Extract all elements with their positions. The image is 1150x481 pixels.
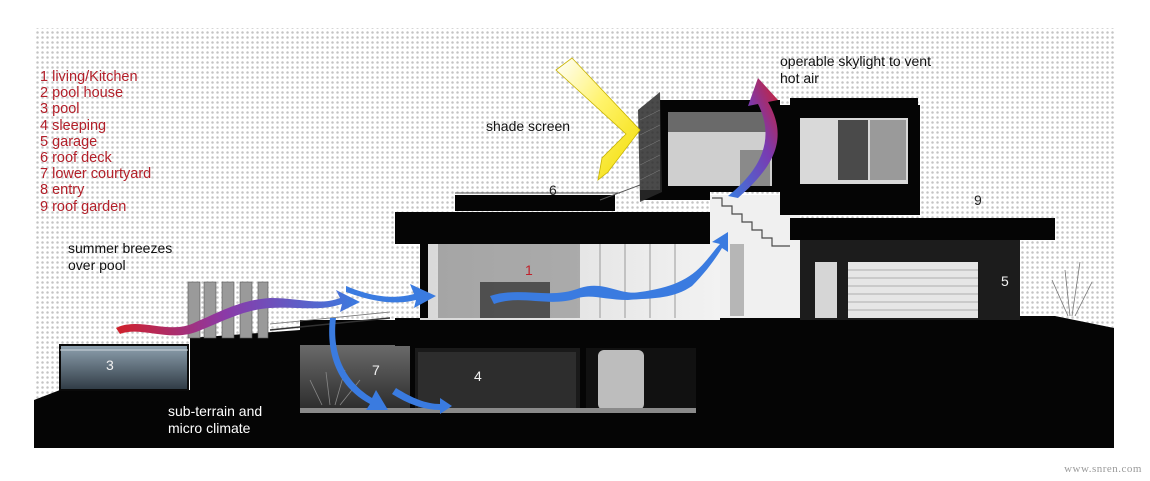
shrub <box>1051 261 1093 317</box>
room-number-roof-garden: 9 <box>974 192 982 208</box>
skylight-annotation-line1: operable skylight to vent <box>780 53 931 69</box>
garage-door <box>848 262 978 318</box>
legend-item: 6 roof deck <box>40 150 112 167</box>
legend-item: 9 roof garden <box>40 198 127 215</box>
room-legend: 1 living/Kitchen 2 pool house 3 pool 4 s… <box>40 69 151 215</box>
breeze-arrow-pool <box>116 290 360 336</box>
hot-air-arrow <box>728 78 778 198</box>
breeze-arrow-courtyard <box>329 318 388 410</box>
shade-screen-annotation: shade screen <box>486 118 571 134</box>
legend-item: 7 lower courtyard <box>40 166 152 183</box>
room-number-living: 1 <box>525 262 533 278</box>
legend-item: 3 pool <box>40 101 80 118</box>
upper-floor-slab <box>790 218 1055 240</box>
roof-deck-slab <box>395 212 720 244</box>
room-number-roof-deck: 6 <box>549 182 557 198</box>
shade-screen <box>638 92 662 202</box>
subterrain-annotation-line1: sub-terrain and <box>168 403 263 419</box>
legend-item: 8 entry <box>40 182 85 199</box>
room-number-sleeping: 4 <box>474 368 482 384</box>
pool-basin <box>59 344 189 391</box>
room-number-courtyard: 7 <box>372 362 380 378</box>
watermark: www.snren.com <box>1064 463 1142 475</box>
room-number-garage: 5 <box>1001 273 1009 289</box>
skylight-annotation-line2: hot air <box>780 70 819 86</box>
breezes-annotation-line1: summer breezes <box>68 240 173 256</box>
breeze-arrow-living <box>490 232 728 304</box>
lower-courtyard-space <box>300 345 410 412</box>
legend-item: 4 sleeping <box>40 117 107 134</box>
breeze-arrow-sleeping <box>392 388 452 414</box>
main-floor-slab <box>395 318 1055 346</box>
legend-item: 5 garage <box>40 133 98 150</box>
breezes-annotation-line2: over pool <box>68 257 126 273</box>
skylight-annotation: operable skylight to vent hot air <box>780 53 931 87</box>
breezes-annotation: summer breezes over pool <box>68 240 172 274</box>
subterrain-annotation-line2: micro climate <box>168 420 251 436</box>
breeze-arrow-entry <box>346 284 436 308</box>
legend-item: 1 living/Kitchen <box>40 69 138 85</box>
subterrain-annotation: sub-terrain and micro climate <box>168 403 262 437</box>
sun-ray-arrow <box>555 57 641 181</box>
legend-item: 2 pool house <box>40 85 124 102</box>
room-number-pool: 3 <box>106 357 114 373</box>
